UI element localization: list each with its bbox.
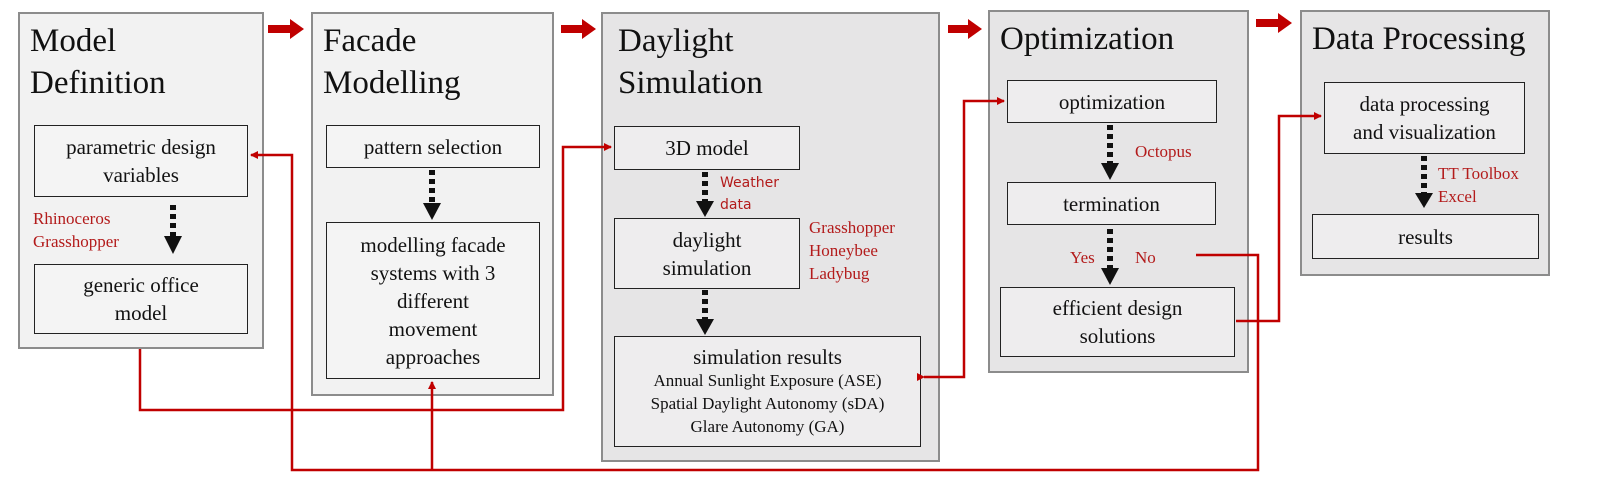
connector-results-optimization: [917, 97, 1005, 381]
simulation-results-heading: simulation results: [693, 345, 842, 369]
dashed-arrow-heads: [164, 163, 1433, 335]
tool-label-grasshopper-honeybee-ladybug: Grasshopper Honeybee Ladybug: [809, 218, 895, 283]
termination-box: termination: [1007, 182, 1216, 225]
red-connectors: [138, 97, 1322, 472]
parametric-design-variables-box: parametric design variables: [34, 125, 248, 197]
flow-arrow-2: [561, 19, 596, 39]
3d-model-box: 3D model: [614, 126, 800, 170]
termination-yes-label: Yes: [1070, 248, 1095, 267]
connector-model-to-3d: [138, 143, 612, 412]
flow-arrow-4: [1256, 13, 1292, 33]
result-metric-ga: Glare Autonomy (GA): [690, 417, 845, 436]
simulation-results-box: simulation results Annual Sunlight Expos…: [614, 336, 921, 447]
panel-title-daylight-simulation: Daylight Simulation: [618, 23, 763, 101]
panel-title-facade-modelling: Facade Modelling: [323, 23, 461, 101]
panel-title-data-processing: Data Processing: [1312, 21, 1526, 57]
tool-label-tt-toolbox-excel: TT Toolbox Excel: [1438, 164, 1519, 206]
daylight-simulation-box: daylight simulation: [614, 218, 800, 289]
optimization-box: optimization: [1007, 80, 1217, 123]
flow-arrow-1: [268, 19, 304, 39]
flow-arrows: [268, 13, 1292, 39]
generic-office-model-box: generic office model: [34, 264, 248, 334]
tool-label-weather-data: Weather data: [720, 175, 779, 213]
tool-label-octopus: Octopus: [1135, 142, 1192, 161]
tool-label-rhinoceros-grasshopper: Rhinoceros Grasshopper: [33, 209, 119, 251]
connector-no-loop: [250, 151, 1260, 472]
modelling-facade-systems-box: modelling facade systems with 3 differen…: [326, 222, 540, 379]
connector-solutions-to-processing: [1236, 112, 1322, 323]
flow-arrow-3: [948, 19, 982, 39]
termination-no-label: No: [1135, 248, 1156, 267]
efficient-design-solutions-box: efficient design solutions: [1000, 287, 1235, 357]
result-metric-ase: Annual Sunlight Exposure (ASE): [653, 371, 882, 390]
dashed-arrows: [170, 125, 1427, 319]
data-processing-visualization-box: data processing and visualization: [1324, 82, 1525, 154]
panel-title-optimization: Optimization: [1000, 21, 1175, 57]
pattern-selection-box: pattern selection: [326, 125, 540, 168]
result-metric-sda: Spatial Daylight Autonomy (sDA): [650, 394, 885, 413]
panel-title-model-definition: Model Definition: [30, 23, 166, 101]
results-box: results: [1312, 214, 1539, 259]
